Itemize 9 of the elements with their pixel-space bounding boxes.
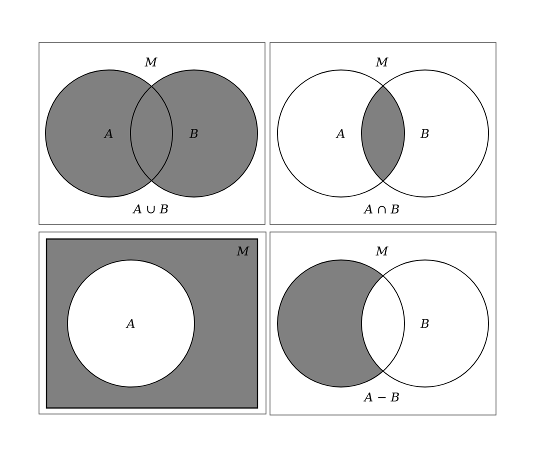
universe-label: M [236,246,250,256]
universe-label: M [376,246,388,256]
universe-label: M [376,58,388,66]
set-circle [277,260,405,388]
operation-label: A − B [364,392,399,402]
universe-label: M [144,58,158,66]
operation-label: A ∩ B [364,204,399,214]
operation-label: A ∪ B [132,204,168,214]
shaded-region [362,86,404,182]
